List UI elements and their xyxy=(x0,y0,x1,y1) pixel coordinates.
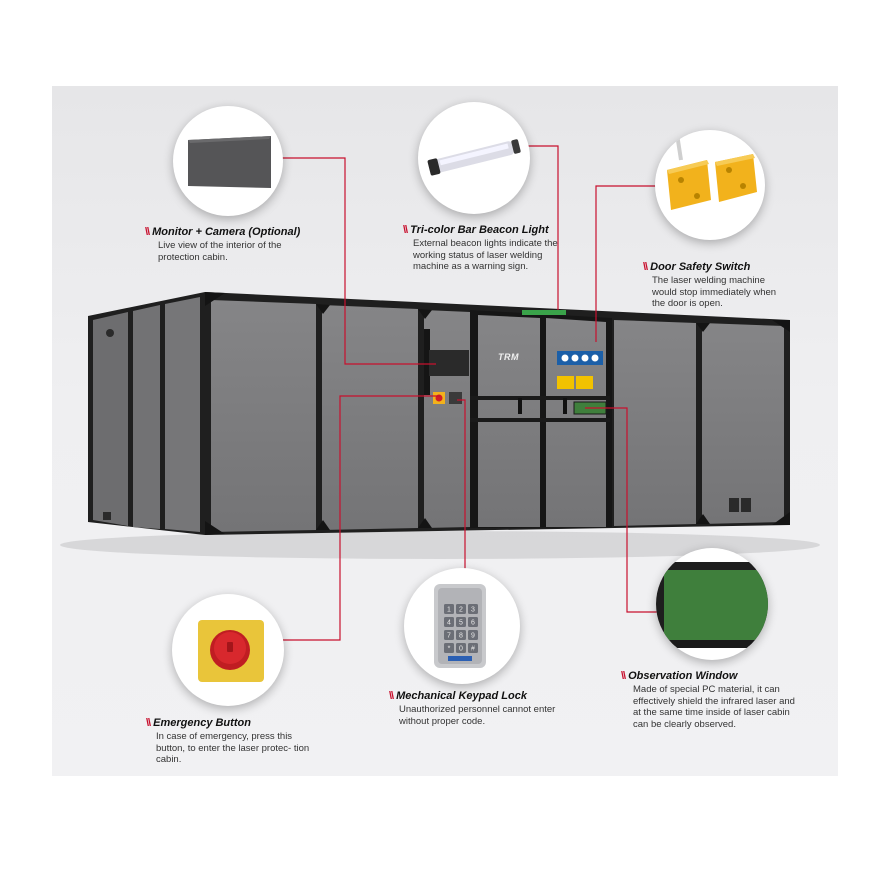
callout-emergency: \\Emergency Button In case of emergency,… xyxy=(146,717,336,766)
callout-marker: \\ xyxy=(389,690,394,702)
callout-title: Monitor + Camera (Optional) xyxy=(152,226,301,238)
callout-desc: In case of emergency, press this button,… xyxy=(156,731,310,766)
keypad-key xyxy=(468,617,478,627)
callout-desc: Made of special PC material, it can effe… xyxy=(633,684,795,730)
keypad-key-label: * xyxy=(448,646,451,653)
beacon-detail-circle xyxy=(418,102,530,214)
callout-desc: Unauthorized personnel cannot enter with… xyxy=(399,704,556,727)
keypad-key xyxy=(444,630,454,640)
callout-marker: \\ xyxy=(403,224,408,236)
callout-door-switch: \\Door Safety Switch The laser welding m… xyxy=(643,261,803,310)
callout-marker: \\ xyxy=(145,226,150,238)
keypad-key-label: 9 xyxy=(471,633,475,640)
callout-marker: \\ xyxy=(146,717,151,729)
cabin-shadow xyxy=(60,531,820,559)
emergency-box-on-cabin xyxy=(433,392,462,404)
callout-title: Observation Window xyxy=(628,670,738,682)
emergency-button-icon xyxy=(198,620,264,682)
keypad-key xyxy=(456,643,466,653)
keypad-key-label: 0 xyxy=(459,646,463,653)
keypad-key xyxy=(468,643,478,653)
window-detail-circle xyxy=(656,548,768,660)
beacon-light-icon xyxy=(427,139,521,176)
cabin-double-door xyxy=(470,310,612,528)
brand-logo: TRM xyxy=(498,352,519,362)
beacon-bar-on-cabin xyxy=(522,310,566,315)
keypad-keys: 1 2 3 4 5 6 7 8 9 * 0 # xyxy=(444,604,478,661)
emergency-detail-circle xyxy=(172,594,284,706)
callout-title: Emergency Button xyxy=(153,717,251,729)
callout-title: Tri-color Bar Beacon Light xyxy=(410,224,549,236)
keypad-key-label: # xyxy=(471,646,475,653)
leader-lines xyxy=(262,145,663,641)
keypad-key-label: 7 xyxy=(447,633,451,640)
keypad-key xyxy=(456,617,466,627)
keypad-key-label: 1 xyxy=(447,607,451,614)
keypad-key xyxy=(444,617,454,627)
keypad-key-label: 3 xyxy=(471,607,475,614)
callout-beacon: \\Tri-color Bar Beacon Light External be… xyxy=(403,224,583,273)
keypad-key xyxy=(444,643,454,653)
callout-desc: Live view of the interior of the protect… xyxy=(158,240,282,263)
keypad-key xyxy=(444,604,454,614)
monitor-icon xyxy=(188,136,271,188)
callout-desc: The laser welding machine would stop imm… xyxy=(652,275,777,310)
callout-desc: External beacon lights indicate the work… xyxy=(413,238,558,273)
keypad-key xyxy=(456,604,466,614)
keypad-key xyxy=(468,604,478,614)
keypad-key xyxy=(468,630,478,640)
callout-marker: \\ xyxy=(621,670,626,682)
keypad-lock-icon: 1 2 3 4 5 6 7 8 9 * 0 # xyxy=(434,584,486,668)
callout-keypad: \\Mechanical Keypad Lock Unauthorized pe… xyxy=(389,690,579,727)
callout-title: Mechanical Keypad Lock xyxy=(396,690,527,702)
observation-window-icon xyxy=(656,562,768,648)
safety-switch-icon xyxy=(667,133,757,210)
callout-monitor: \\Monitor + Camera (Optional) Live view … xyxy=(145,226,335,263)
monitor-detail-circle xyxy=(173,106,283,216)
keypad-key-label: 8 xyxy=(459,633,463,640)
keypad-indicator xyxy=(448,656,472,661)
keypad-key-label: 2 xyxy=(459,607,463,614)
keypad-key xyxy=(456,630,466,640)
keypad-key-label: 6 xyxy=(471,620,475,627)
cabin-vents xyxy=(729,498,751,512)
cabin-left-side xyxy=(88,292,205,535)
keypad-detail-circle: 1 2 3 4 5 6 7 8 9 * 0 # xyxy=(404,568,520,684)
callout-title: Door Safety Switch xyxy=(650,261,751,273)
monitor-on-cabin xyxy=(424,329,469,395)
keypad-key-label: 5 xyxy=(459,620,463,627)
callout-marker: \\ xyxy=(643,261,648,273)
keypad-key-label: 4 xyxy=(447,620,451,627)
switch-detail-circle xyxy=(655,130,765,240)
callout-window: \\Observation Window Made of special PC … xyxy=(621,670,811,730)
